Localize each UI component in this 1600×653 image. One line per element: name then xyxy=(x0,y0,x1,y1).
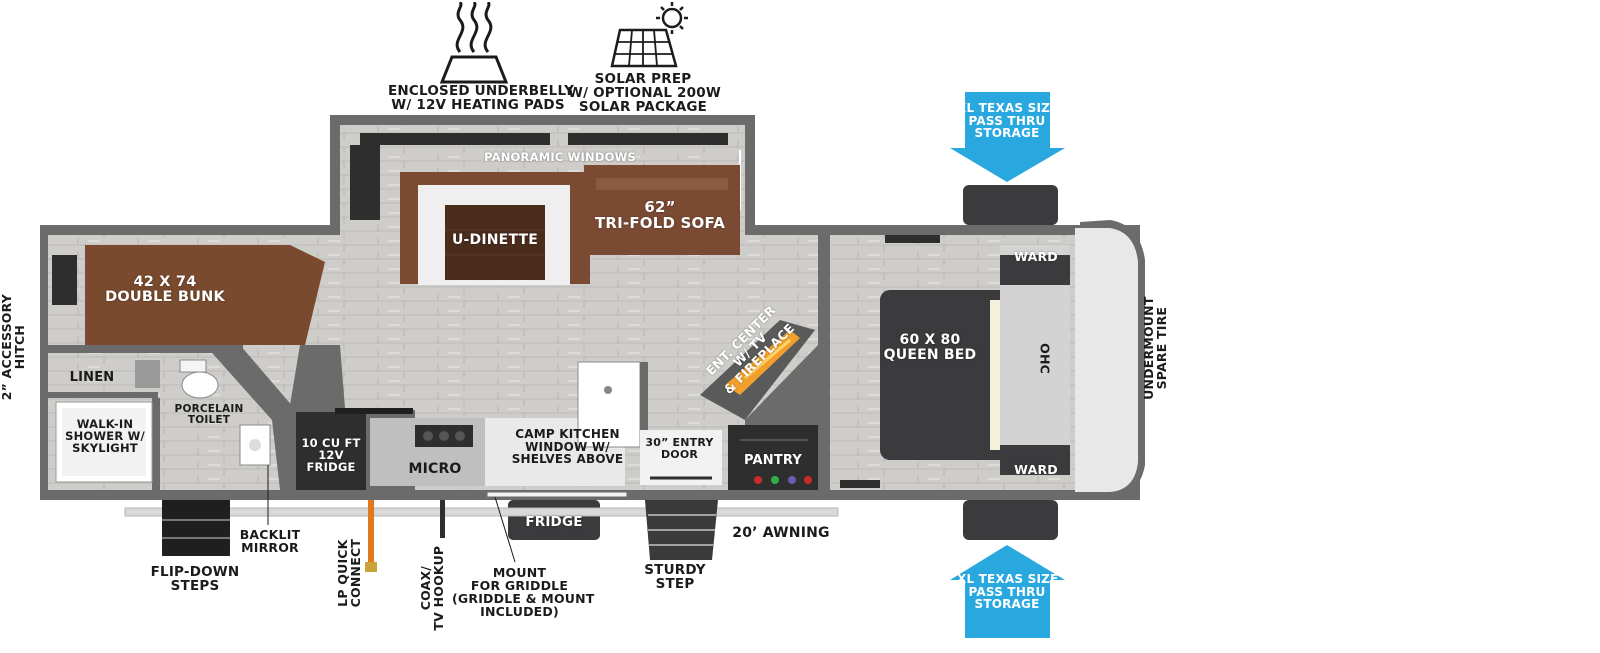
awning-bar xyxy=(124,507,839,517)
panoramic-windows xyxy=(350,133,741,220)
tri-fold-sofa xyxy=(584,165,740,255)
linen-label: LINEN xyxy=(69,370,115,385)
pantry-label: PANTRY xyxy=(743,453,803,468)
flip-down-steps xyxy=(162,500,230,556)
pantry-cabinet xyxy=(728,425,818,490)
queen-bed xyxy=(840,235,1070,488)
ent-center-fireplace xyxy=(700,320,815,420)
coax-cable xyxy=(440,500,445,538)
ward-top-label: WARD xyxy=(1014,249,1058,264)
lp-hose xyxy=(365,500,377,572)
storage-boxes xyxy=(963,185,1058,540)
u-dinette-label: U-DINETTE xyxy=(451,232,539,248)
kitchen-counter xyxy=(290,345,648,490)
sturdy-step xyxy=(645,500,718,560)
leader-lines xyxy=(267,465,516,563)
double-bunk xyxy=(52,245,325,345)
griddle-mount xyxy=(486,491,628,498)
storage-arrows xyxy=(950,92,1065,638)
entry-door xyxy=(640,430,722,485)
panoramic-windows-label: PANORAMIC WINDOWS xyxy=(484,150,636,164)
sofa-label: 62”TRI-FOLD SOFA xyxy=(594,198,726,232)
bath-walls xyxy=(48,345,300,490)
coax-label: COAX/TV HOOKUP xyxy=(417,545,446,631)
ward-bottom-label: WARD xyxy=(1014,462,1058,477)
micro-label: MICRO xyxy=(408,461,462,477)
bedroom-divider xyxy=(745,235,830,490)
ohc-label: OHC xyxy=(1037,343,1053,374)
outdoor-fridge-label: FRIDGE xyxy=(525,514,583,530)
solar-panel-icon xyxy=(610,2,688,68)
u-dinette-seating xyxy=(400,172,590,285)
heat-waves-icon xyxy=(440,2,508,84)
awning-label: 20’ AWNING xyxy=(732,525,830,541)
